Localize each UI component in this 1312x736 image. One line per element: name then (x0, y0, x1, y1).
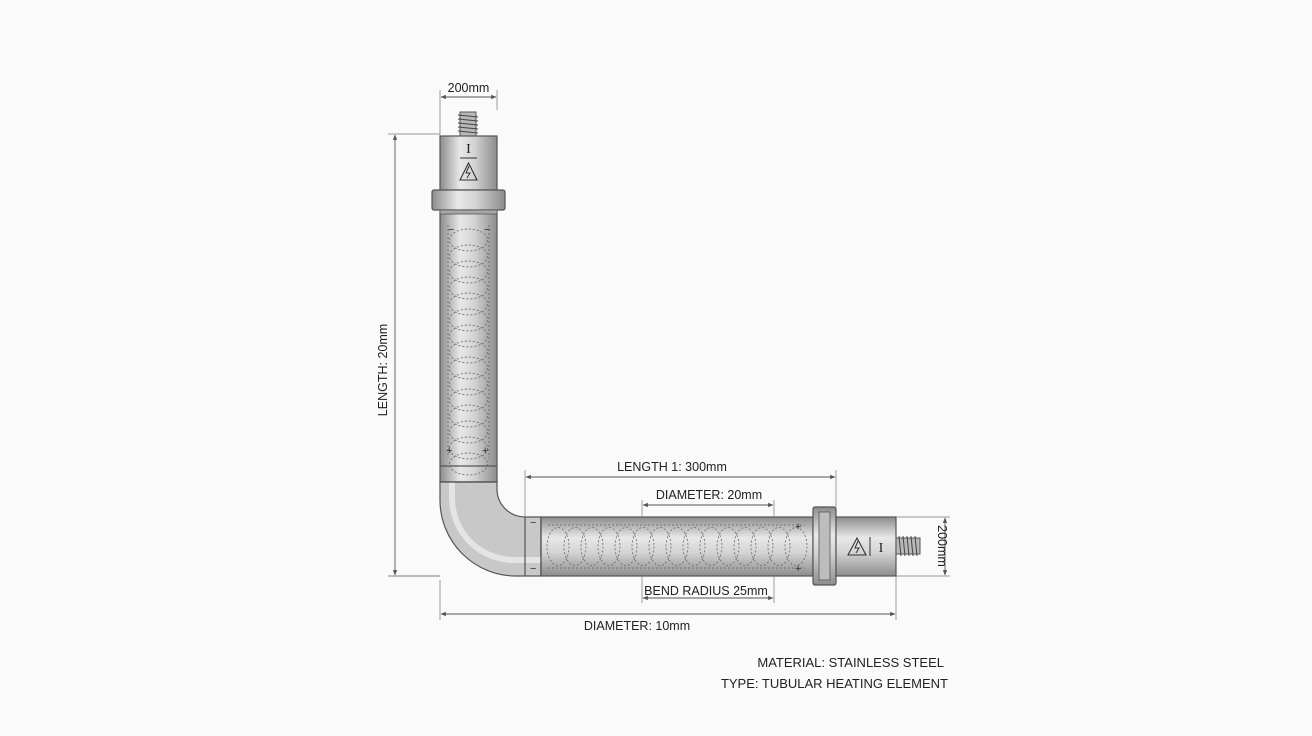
coil-loop (449, 276, 488, 300)
coil-loop (648, 527, 672, 566)
electrical-hazard-icon-top (459, 161, 478, 181)
tube-body (439, 211, 814, 577)
horizontal-tube (540, 516, 814, 577)
polarity-plus: + (795, 563, 801, 575)
material-note: MATERIAL: STAINLESS STEEL (757, 655, 944, 670)
terminal-i-symbol-right: I (879, 541, 884, 556)
coil-loop (449, 292, 488, 316)
coil-loop (449, 452, 488, 476)
polarity-minus: − (448, 224, 454, 236)
coil-loop (449, 420, 488, 444)
dimension-label-vertical-length: LENGTH: 20mm (376, 324, 390, 416)
dimension-top-width: 200mm (439, 81, 498, 136)
dimension-label-top-width: 200mm (448, 81, 490, 95)
coil-loop (716, 527, 740, 566)
dimension-label-bend-radius: BEND RADIUS 25mm (644, 584, 768, 598)
coil-loop (449, 244, 488, 268)
coil-loop (449, 324, 488, 348)
coil-loop (449, 404, 488, 428)
internal-coil-horizontal (546, 527, 808, 566)
coil-loop (733, 527, 757, 566)
polarity-minus: − (530, 563, 536, 575)
dimension-bend-radius: BEND RADIUS 25mm (641, 576, 775, 603)
dimension-right-height: 200mm (896, 516, 950, 577)
dimension-label-horizontal-length: LENGTH 1: 300mm (617, 460, 727, 474)
coil-loop (767, 527, 791, 566)
terminal-i-symbol-top: I (466, 142, 471, 157)
coil-loop (682, 527, 706, 566)
vertical-tube (439, 211, 498, 483)
tube-bend (439, 481, 542, 577)
dimension-diameter-bottom: DIAMETER: 10mm (439, 576, 897, 633)
coil-loop (449, 228, 488, 252)
coil-loop (750, 527, 774, 566)
right-terminal: I (812, 506, 921, 586)
right-terminal-housing (835, 516, 897, 577)
electrical-hazard-icon-right (847, 536, 867, 556)
coil-loop (449, 308, 488, 332)
polarity-plus: + (482, 445, 488, 457)
polarity-plus: + (795, 521, 801, 533)
coil-loop (449, 388, 488, 412)
dimension-label-right-height: 200mm (935, 525, 949, 567)
coil-loop (546, 527, 570, 566)
internal-coil-vertical (449, 228, 488, 476)
coil-loop (449, 340, 488, 364)
polarity-markers: − − + + − − + + (446, 224, 801, 575)
dimension-label-diameter-top: DIAMETER: 20mm (656, 488, 762, 502)
coil-loop (614, 527, 638, 566)
polarity-minus: − (530, 517, 536, 529)
coil-loop (449, 260, 488, 284)
type-note: TYPE: TUBULAR HEATING ELEMENT (721, 676, 948, 691)
coil-loop (449, 436, 488, 460)
coil-loop (449, 356, 488, 380)
polarity-minus: − (484, 224, 490, 236)
coil-loop (631, 527, 655, 566)
dimension-horizontal-length: LENGTH 1: 300mm (524, 460, 837, 517)
dimension-diameter-top: DIAMETER: 20mm (641, 488, 775, 517)
coil-loop (784, 527, 808, 566)
coil-loop (597, 527, 621, 566)
coil-loop (665, 527, 689, 566)
coil-loop (563, 527, 587, 566)
top-flange (431, 189, 506, 211)
coil-loop (580, 527, 604, 566)
polarity-plus: + (446, 445, 452, 457)
coil-loop (449, 372, 488, 396)
top-terminal: I (431, 111, 506, 215)
dimension-vertical-length: LENGTH: 20mm (376, 133, 440, 577)
dimension-label-diameter-bottom: DIAMETER: 10mm (584, 619, 690, 633)
coil-loop (699, 527, 723, 566)
